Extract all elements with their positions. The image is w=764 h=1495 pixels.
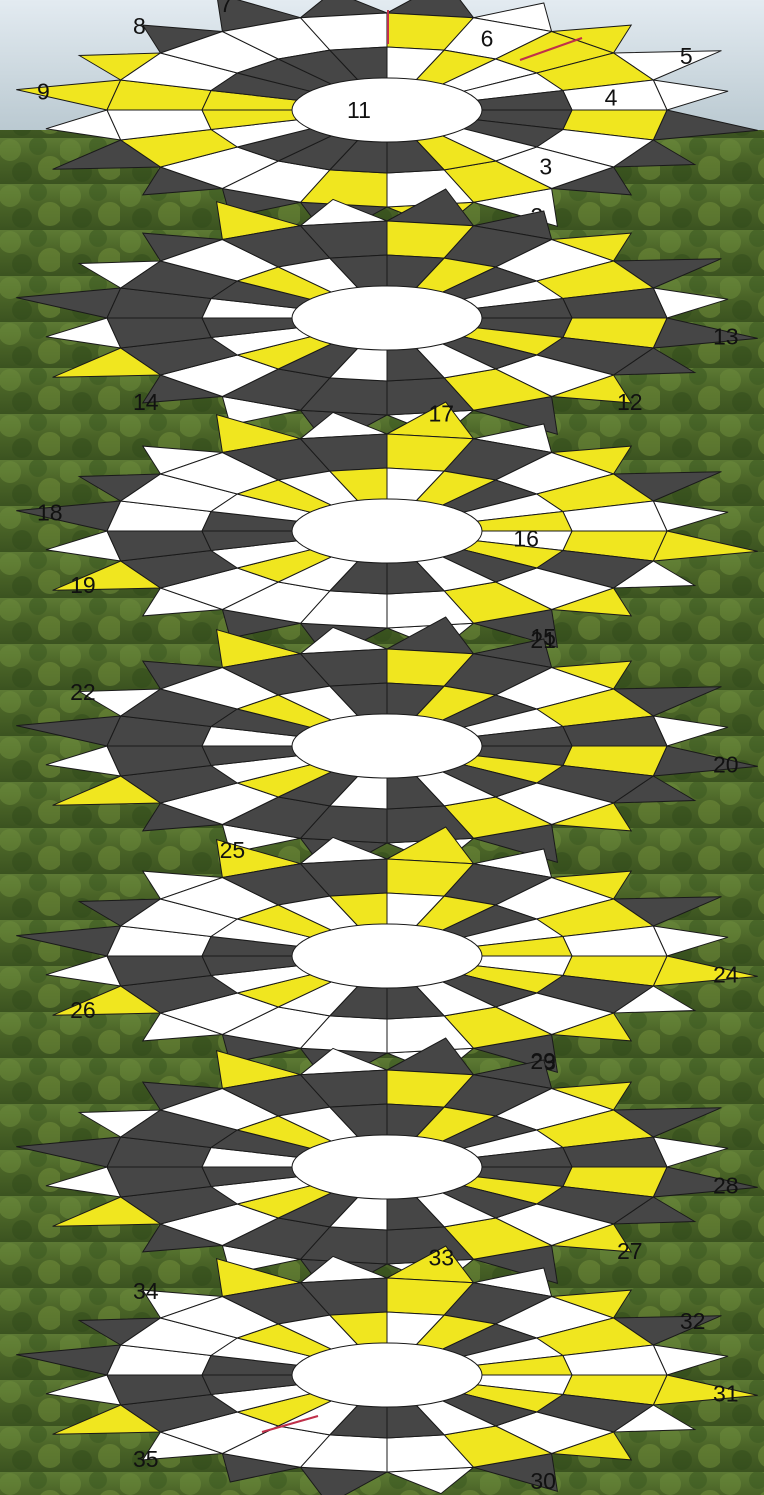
board-number-label: 20 [713, 752, 739, 778]
board-number-label: 3 [539, 154, 552, 180]
board-number-label: 31 [713, 1381, 739, 1407]
board-number-label: 30 [530, 1468, 556, 1494]
board-number-label: 32 [680, 1308, 706, 1334]
board-number-label: 24 [713, 962, 739, 988]
center-hole [292, 1135, 482, 1199]
board-number-label: 7 [220, 0, 233, 17]
board-number-label: 4 [605, 85, 618, 111]
board-number-label: 12 [617, 389, 643, 415]
board-number-label: 34 [133, 1278, 159, 1304]
board-number-label: 13 [713, 324, 739, 350]
center-hole [292, 1343, 482, 1407]
board-number-label: 21 [530, 627, 556, 653]
board-number-label: 11 [347, 97, 371, 123]
board-number-label: 19 [70, 572, 96, 598]
board-number-label: 29 [530, 1048, 556, 1074]
center-hole [292, 286, 482, 350]
center-hole [292, 924, 482, 988]
board-number-label: 18 [37, 499, 63, 525]
center-hole [292, 78, 482, 142]
board-number-label: 16 [513, 525, 539, 551]
board-number-label: 26 [70, 997, 96, 1023]
board-number-label: 22 [70, 679, 96, 705]
board-number-label: 27 [617, 1238, 643, 1264]
board-number-label: 6 [481, 26, 494, 52]
board-number-label: 17 [429, 400, 455, 426]
board-number-label: 9 [37, 78, 50, 104]
center-hole [292, 499, 482, 563]
board-number-label: 8 [133, 13, 146, 39]
board-number-label: 28 [713, 1173, 739, 1199]
center-hole [292, 714, 482, 778]
board-number-label: 33 [429, 1244, 455, 1270]
board-number-label: 5 [680, 43, 693, 69]
board-number-label: 35 [133, 1446, 159, 1472]
board-number-label: 14 [133, 389, 159, 415]
board-number-label: 25 [220, 837, 246, 863]
